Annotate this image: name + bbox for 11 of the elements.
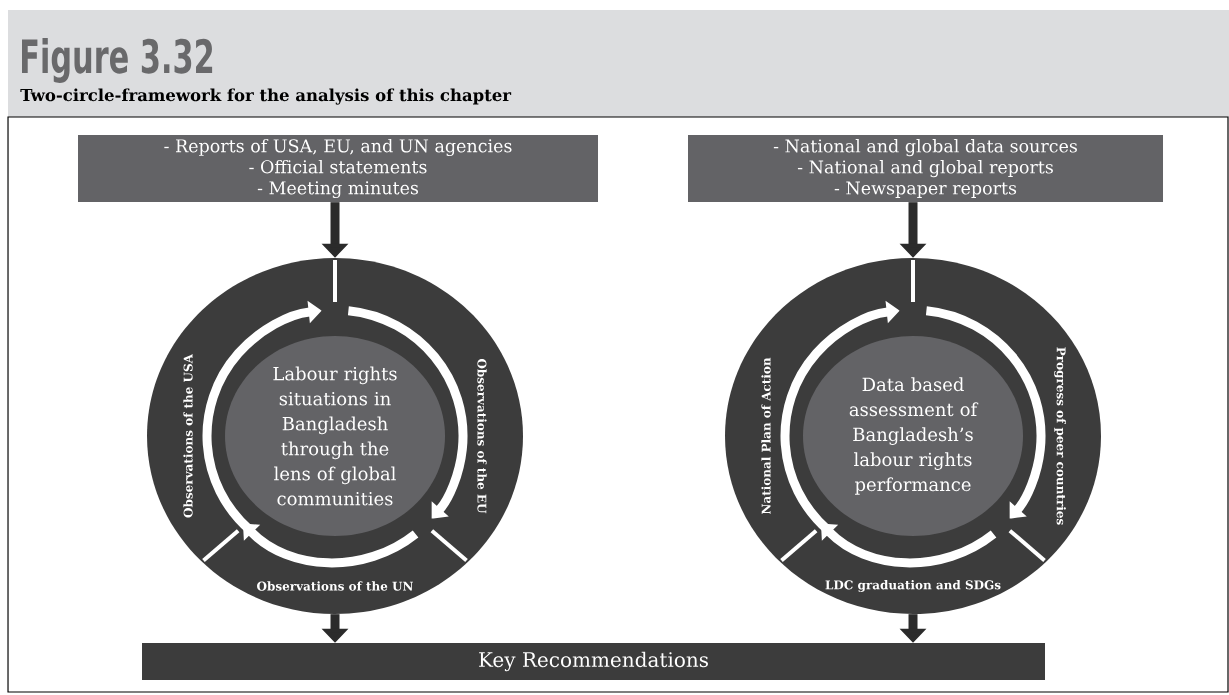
source-box: - National and global data sources - National and global reports - Newspaper reports [688, 135, 1163, 202]
figure-title: Figure 3.32 [22, 38, 213, 83]
ring-label: National Plan of Action [761, 357, 771, 514]
ring-label: Observations of the USA [183, 353, 193, 518]
ring-label: Observations of the UN [257, 581, 413, 591]
source-box: - Reports of USA, EU, and UN agencies - Official statements - Meeting minutes [78, 135, 598, 202]
recommendations-box: Key Recommendations [142, 643, 1045, 680]
ring-label: LDC graduation and SDGs [825, 580, 1001, 592]
ring-label: Progress of peer countries [1054, 347, 1066, 525]
ring-label: Observations of the EU [477, 358, 487, 514]
figure-caption: Two-circle-framework for the analysis of this chapter [20, 88, 512, 105]
